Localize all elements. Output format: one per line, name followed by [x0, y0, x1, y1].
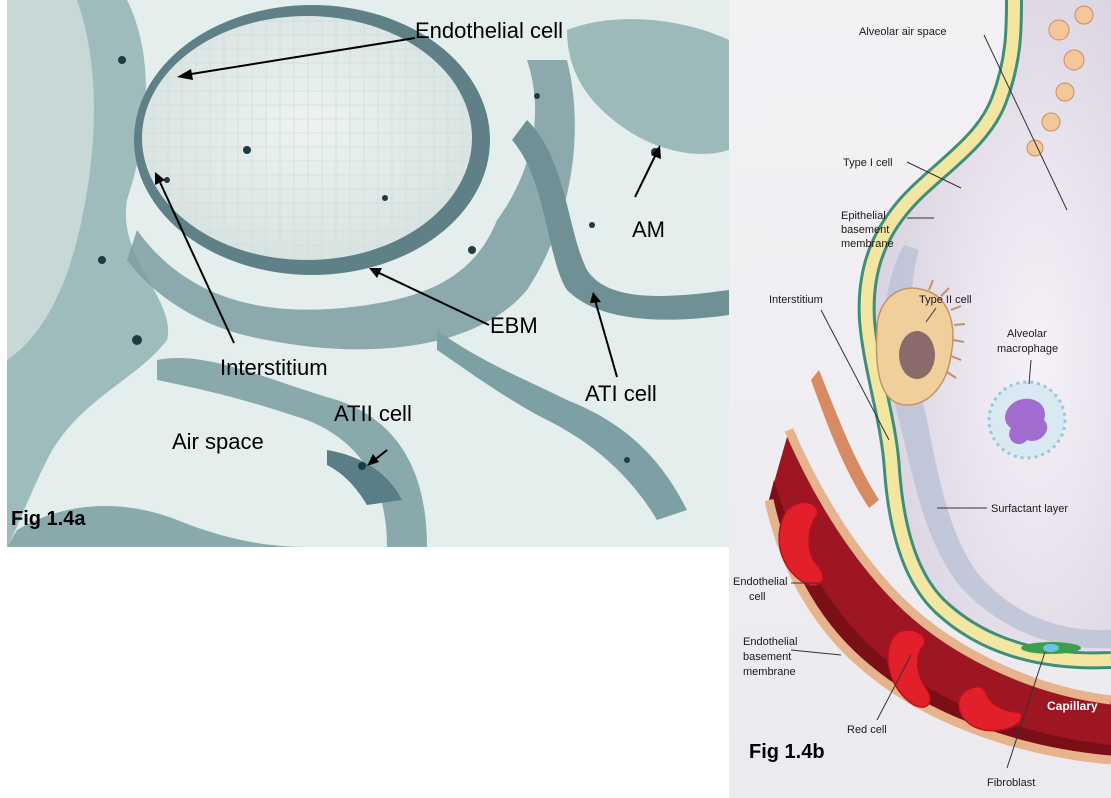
label-alveolar-macrophage-2: macrophage: [997, 343, 1058, 355]
label-endothelial-cell-b-2: cell: [749, 591, 766, 603]
label-alveolar-macrophage-1: Alveolar: [1007, 328, 1047, 340]
label-interstitium-b: Interstitium: [769, 294, 823, 306]
label-endothelial-bm-1: Endothelial: [743, 636, 797, 648]
figure-label-a: Fig 1.4a: [11, 508, 86, 530]
label-endothelial-cell-b-1: Endothelial: [733, 576, 787, 588]
label-interstitium: Interstitium: [220, 355, 328, 380]
label-am: AM: [632, 217, 665, 242]
label-type-ii-cell: Type II cell: [919, 294, 972, 306]
figure-label-b: Fig 1.4b: [749, 741, 825, 763]
micrograph-panel: Endothelial cell AM EBM Interstitium ATI…: [7, 0, 729, 547]
label-endothelial-bm-2: basement: [743, 651, 791, 663]
label-alveolar-air-space: Alveolar air space: [859, 26, 946, 38]
schematic-illustration: Alveolar air space Type I cell Epithelia…: [729, 0, 1111, 798]
schematic-panel: Alveolar air space Type I cell Epithelia…: [729, 0, 1111, 798]
label-epithelial-bm-1: Epithelial: [841, 210, 886, 222]
label-capillary: Capillary: [1047, 699, 1098, 713]
label-air-space: Air space: [172, 429, 264, 454]
label-endothelial-cell: Endothelial cell: [415, 18, 563, 43]
label-ati-cell: ATI cell: [585, 381, 657, 406]
label-epithelial-bm-3: membrane: [841, 238, 894, 250]
label-fibroblast: Fibroblast: [987, 777, 1035, 789]
label-type-i-cell: Type I cell: [843, 157, 893, 169]
label-epithelial-bm-2: basement: [841, 224, 889, 236]
label-endothelial-bm-3: membrane: [743, 666, 796, 678]
alveolar-macrophage: [989, 382, 1065, 458]
label-atii-cell: ATII cell: [334, 401, 412, 426]
label-ebm: EBM: [490, 313, 538, 338]
label-surfactant-layer: Surfactant layer: [991, 503, 1068, 515]
micrograph-image: Endothelial cell AM EBM Interstitium ATI…: [7, 0, 729, 547]
label-red-cell: Red cell: [847, 724, 887, 736]
